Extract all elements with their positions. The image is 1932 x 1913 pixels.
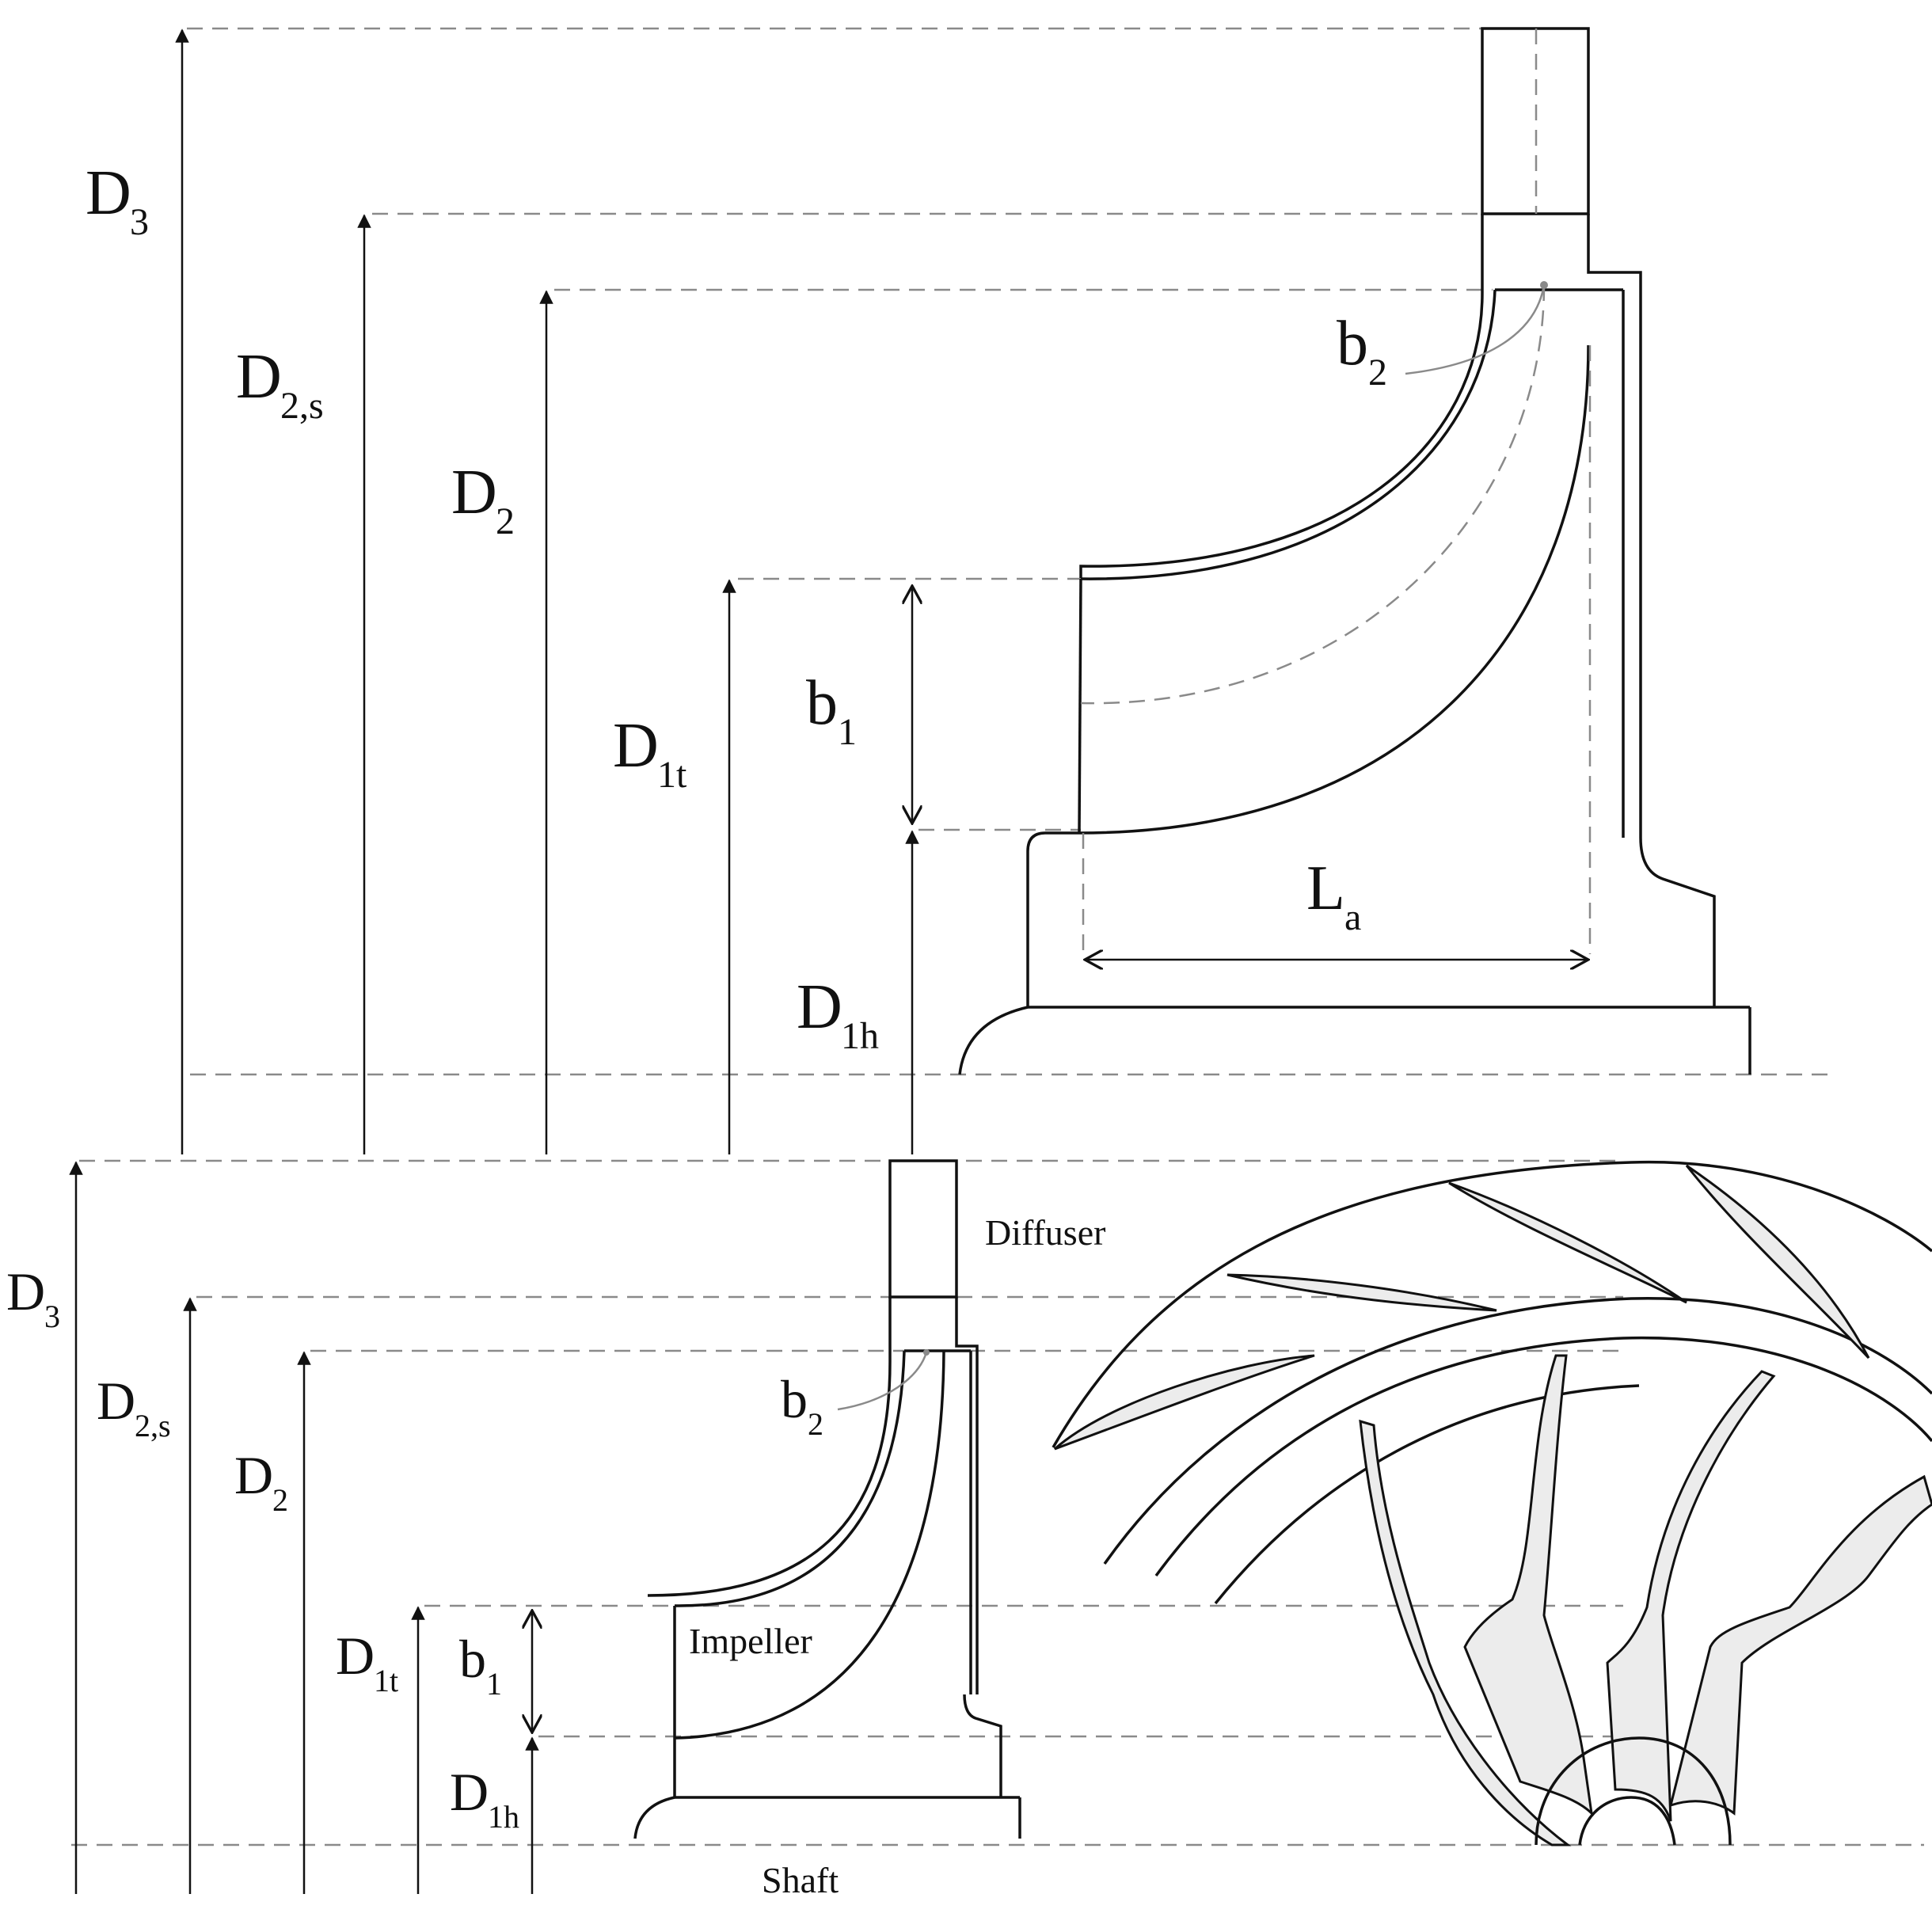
lower-label-d1t-main: D — [336, 1626, 375, 1686]
lower-dimension-arrows — [69, 1161, 532, 1894]
label-d2-sub: 2 — [496, 500, 515, 542]
upper-labels: D 3 D 2,s D 2 D 1t b 1 D 1h b 2 L a — [86, 158, 1387, 1057]
impeller-label: Impeller — [689, 1621, 812, 1661]
label-b2-sub: 2 — [1368, 352, 1387, 394]
label-d2-main: D — [451, 458, 497, 527]
lower-label-b2-main: b — [781, 1369, 808, 1429]
label-d2s-main: D — [236, 342, 282, 412]
lower-label-d2-main: D — [234, 1445, 273, 1505]
impeller-wheel-view — [1052, 1160, 1932, 1846]
upper-impeller-geometry — [958, 27, 1751, 1075]
label-d1t-sub: 1t — [657, 754, 687, 796]
lower-label-d1t-sub: 1t — [374, 1663, 398, 1698]
label-d3-sub: 3 — [130, 201, 149, 243]
label-d1t-main: D — [613, 711, 659, 781]
lower-label-d2-sub: 2 — [272, 1482, 288, 1518]
label-d3-main: D — [86, 158, 131, 228]
label-d1h-sub: 1h — [841, 1015, 879, 1057]
lower-label-d3-main: D — [6, 1261, 45, 1322]
lower-label-d1h-sub: 1h — [488, 1799, 519, 1835]
upper-dimension-arrows — [175, 29, 1588, 1154]
lower-label-d2s-sub: 2,s — [135, 1408, 171, 1443]
label-la-main: L — [1306, 854, 1345, 923]
lower-label-b1-sub: 1 — [486, 1666, 502, 1702]
label-b1-main: b — [806, 668, 838, 738]
upper-view: D 3 D 2,s D 2 D 1t b 1 D 1h b 2 L a — [86, 27, 1837, 1154]
lower-label-b1-main: b — [459, 1629, 486, 1689]
lower-impeller-geometry — [633, 1159, 1021, 1839]
lower-label-d2s-main: D — [97, 1371, 135, 1431]
label-b2-main: b — [1337, 309, 1368, 378]
diffuser-lower — [888, 1159, 958, 1299]
lower-view: D 3 D 2,s D 2 D 1t b 1 D 1h b 2 Diffuser… — [6, 1159, 1932, 1900]
diffuser-label: Diffuser — [985, 1212, 1105, 1253]
lower-label-d3-sub: 3 — [44, 1299, 60, 1334]
label-la-sub: a — [1344, 896, 1361, 938]
lower-labels: D 3 D 2,s D 2 D 1t b 1 D 1h b 2 Diffuser… — [6, 1212, 1105, 1900]
lower-label-b2-sub: 2 — [808, 1406, 823, 1442]
label-d2s-sub: 2,s — [280, 385, 324, 427]
lower-label-d1h-main: D — [450, 1762, 489, 1822]
upper-reference-lines — [187, 27, 1837, 1076]
label-b1-sub: 1 — [838, 711, 857, 753]
shaft-label: Shaft — [762, 1860, 839, 1900]
label-d1h-main: D — [797, 972, 842, 1042]
